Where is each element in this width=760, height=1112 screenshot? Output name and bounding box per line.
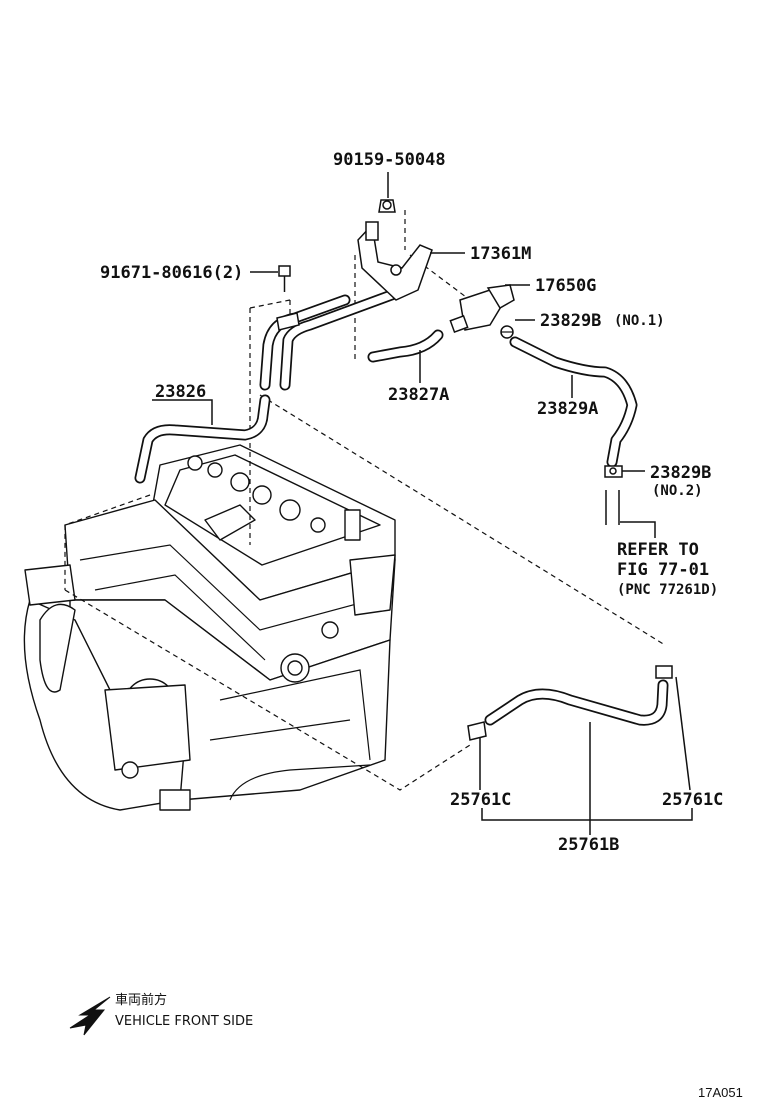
label-17361m: 17361M [470,244,531,264]
clip-23829b-no1 [500,325,514,339]
label-23829b-no1-note: (NO.1) [614,313,665,329]
clip-23829b-no2 [604,465,623,478]
label-25761b: 25761B [558,835,619,855]
label-23829b-no2-note: (NO.2) [652,483,703,499]
label-23829b-no2: 23829B [650,463,711,483]
tube-refer [605,490,620,525]
clip-25761c-right-shape [655,665,673,679]
bolt-90159 [378,199,396,213]
clip-25761c-left-shape [467,721,487,741]
hose-25761b [484,679,669,726]
label-90159-50048: 90159-50048 [333,150,446,170]
label-17650g: 17650G [535,276,596,296]
vehicle-front-indicator: 車両前方 VEHICLE FRONT SIDE [69,992,253,1036]
leader-lines [152,172,693,835]
refer-line-3: (PNC 77261D) [617,582,718,598]
vsv-17650g [449,284,515,333]
hose-23826 [134,394,271,484]
hose-23827a [367,329,444,363]
pipe-assembly [259,284,411,391]
figure-code: 17A051 [698,1085,743,1100]
label-23826: 23826 [155,382,206,402]
vehicle-front-japanese: 車両前方 [115,992,167,1008]
label-91671-80616: 91671-80616(2) [100,263,243,283]
vehicle-front-english: VEHICLE FRONT SIDE [115,1014,253,1029]
bolt-91671 [278,265,291,292]
label-23829a: 23829A [537,399,598,419]
label-25761c-right: 25761C [662,790,723,810]
bracket-17361m [357,221,433,301]
arrow-down-left-icon [69,996,111,1036]
label-25761c-left: 25761C [450,790,511,810]
hose-23829a [509,336,638,468]
engine-block [23,444,396,811]
label-23827a: 23827A [388,385,449,405]
refer-line-1: REFER TO [617,540,699,560]
refer-line-2: FIG 77-01 [617,560,709,580]
label-23829b-no1: 23829B [540,311,601,331]
